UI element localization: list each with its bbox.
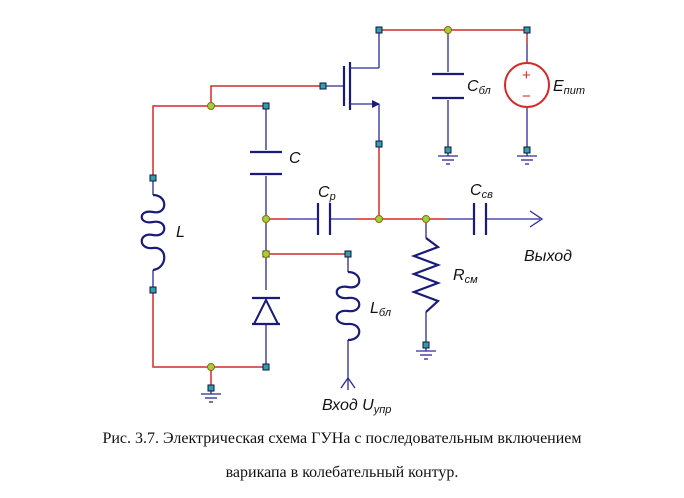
ground-symbols: [201, 150, 537, 403]
label-cbl: Cбл: [467, 78, 491, 97]
label-rsm: Rсм: [453, 267, 478, 286]
capacitor-c: [250, 150, 282, 176]
circuit-schematic: + −: [140, 26, 585, 416]
voltage-source-epit: + −: [504, 62, 550, 108]
resistor-rsm: [410, 237, 442, 313]
capacitor-csv: [472, 203, 488, 235]
varicap-diode: [252, 296, 280, 326]
capacitor-cp: [316, 203, 332, 235]
capacitor-cbl: [432, 72, 464, 100]
input-terminal: [340, 377, 356, 390]
source-minus-sign: −: [522, 88, 531, 105]
mosfet-transistor: [342, 62, 380, 110]
inductor-lbl: [335, 270, 361, 342]
output-arrow: [529, 210, 544, 228]
junction-nodes: [207, 26, 452, 371]
label-c: C: [289, 150, 301, 167]
inductor-l: [140, 193, 166, 272]
figure-caption-line-1: Рис. 3.7. Электрическая схема ГУНа с пос…: [102, 430, 582, 447]
label-input: Вход Uупр: [322, 397, 391, 416]
figure-caption-line-2: варикапа в колебательный контур.: [225, 464, 459, 481]
label-epit: Eпит: [553, 78, 585, 97]
component-leads: [152, 30, 540, 378]
label-lbl: Lбл: [370, 300, 391, 319]
label-cp: Cр: [318, 184, 336, 203]
label-output: Выход: [524, 248, 572, 265]
label-l: L: [176, 224, 185, 241]
label-csv: Cсв: [470, 182, 493, 201]
source-plus-sign: +: [522, 67, 531, 84]
